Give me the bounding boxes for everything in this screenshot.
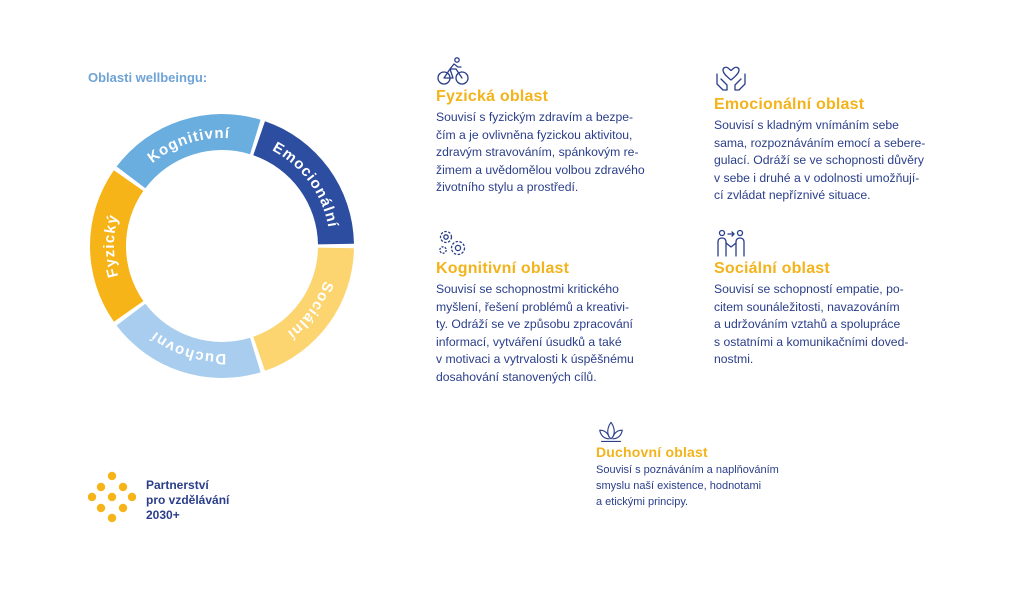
people-icon <box>717 229 745 257</box>
cyclist-icon <box>437 57 469 85</box>
wheel-segment-4 <box>253 247 354 371</box>
section-text: Souvisí s poznáváním a naplňováním smysl… <box>596 464 779 508</box>
section-physical: Fyzická oblast Souvisí s fyzickým zdraví… <box>436 56 686 197</box>
hands-heart-icon <box>716 66 746 91</box>
section-text: Souvisí se schopnostmi kritického myšlen… <box>436 282 634 384</box>
section-title: Duchovní oblast <box>596 444 708 460</box>
section-spiritual: Duchovní oblast Souvisí s poznáváním a n… <box>596 418 836 510</box>
section-title: Emocionální oblast <box>714 96 865 113</box>
section-emotional: Emocionální oblast Souvisí s kladným vní… <box>714 64 964 205</box>
gears-icon <box>439 230 466 256</box>
wheel-segments: FyzickýKognitivníEmocionálníSociálníDuch… <box>89 113 354 378</box>
section-title: Sociální oblast <box>714 260 830 277</box>
page-heading: Oblasti wellbeingu: <box>88 70 208 85</box>
wheel-segment-3 <box>253 121 354 245</box>
logo-text: Partnerství pro vzdělávání 2030+ <box>146 478 230 522</box>
section-social: Sociální oblast Souvisí se schopností em… <box>714 228 964 369</box>
section-text: Souvisí s fyzickým zdravím a bezpe- čím … <box>436 110 645 194</box>
lotus-icon <box>599 421 623 442</box>
wheel-segment-1 <box>89 170 144 322</box>
wheel-segment-label: Fyzický <box>101 213 122 280</box>
wellbeing-wheel: FyzickýKognitivníEmocionálníSociálníDuch… <box>89 113 354 378</box>
section-text: Souvisí se schopností empatie, po- citem… <box>714 282 909 366</box>
wheel-segment-2 <box>116 113 261 189</box>
section-text: Souvisí s kladným vnímáním sebe sama, ro… <box>714 118 926 202</box>
section-title: Fyzická oblast <box>436 88 549 105</box>
wheel-segment-5 <box>116 303 261 378</box>
dots-logo-icon <box>88 471 136 523</box>
section-title: Kognitivní oblast <box>436 260 570 277</box>
section-cognitive: Kognitivní oblast Souvisí se schopnostmi… <box>436 228 686 386</box>
